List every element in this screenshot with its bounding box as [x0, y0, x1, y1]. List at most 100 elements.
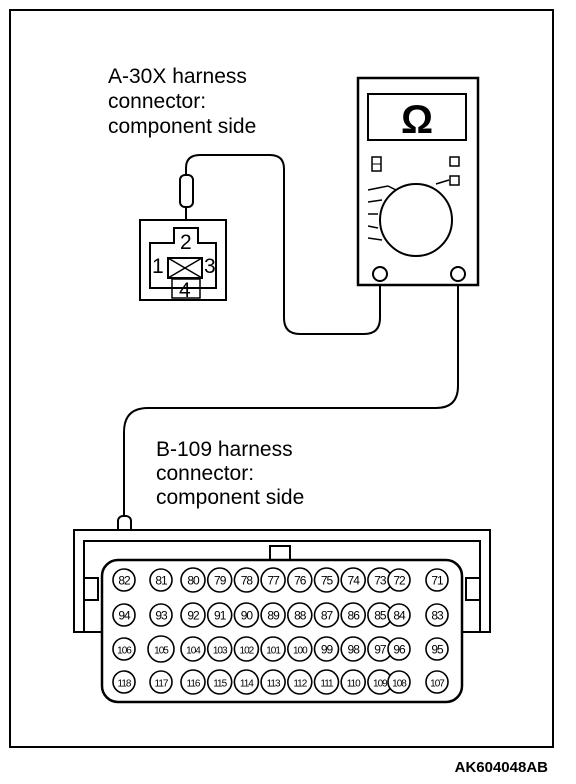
diagram-frame [9, 9, 554, 748]
b109-label: B-109 harness connector: component side [156, 438, 304, 509]
ohmmeter-display-window [367, 93, 467, 141]
b109-pin-110: 110 [347, 679, 361, 690]
b109-pin-117-circle [149, 670, 173, 694]
b109-pin-72: 72 [393, 574, 406, 588]
b109-pin-89-circle [260, 602, 286, 628]
b109-pin-115: 115 [213, 679, 227, 690]
ohmmeter-small-button-1 [449, 156, 460, 167]
figure-code: AK604048AB [455, 759, 549, 776]
b109-label-line-2: connector: [156, 462, 254, 485]
b109-pin-90: 90 [241, 609, 254, 623]
a30x-pin-4: 4 [179, 279, 191, 302]
b109-pin-96-circle [387, 637, 411, 661]
b109-pin-93-circle [149, 603, 173, 627]
b109-pin-114: 114 [240, 679, 254, 690]
b109-pin-87-circle [313, 602, 340, 628]
b109-pin-118-circle [112, 670, 136, 694]
b109-pin-100-circle [286, 636, 313, 662]
a30x-label-line-3: component side [108, 115, 256, 138]
b109-pin-113: 113 [267, 679, 281, 690]
b109-pin-71: 71 [431, 574, 444, 588]
b109-pin-95: 95 [431, 643, 444, 657]
b109-pin-105-circle [147, 635, 175, 663]
b109-pin-116-circle [180, 669, 206, 695]
a30x-pin-2: 2 [180, 231, 192, 254]
b109-pin-72-circle [387, 568, 411, 592]
b109-pin-face [100, 558, 464, 704]
b109-pin-73: 73 [374, 574, 387, 588]
b109-pin-95-circle [425, 637, 449, 661]
b109-pin-108: 108 [392, 679, 407, 690]
b109-pin-81-circle [149, 568, 173, 592]
b109-pin-75: 75 [321, 574, 334, 588]
test-lead-wire-b109 [123, 285, 459, 518]
b109-pin-74: 74 [348, 574, 361, 588]
ohmmeter-jack-ohm [450, 266, 466, 282]
ohmmeter-display: Ω [401, 98, 433, 142]
b109-pin-99: 99 [321, 643, 334, 657]
b109-pin-106: 106 [117, 646, 132, 657]
b109-pin-103: 103 [213, 646, 228, 657]
a30x-pin-3: 3 [204, 255, 216, 278]
b109-pin-104: 104 [186, 646, 201, 657]
b109-pin-91-circle [206, 602, 233, 628]
b109-pin-84-circle [387, 603, 411, 627]
b109-pin-98-circle [340, 636, 367, 662]
b109-label-line-1: B-109 harness [156, 438, 293, 461]
b109-pin-88-circle [286, 602, 313, 628]
b109-pin-86-circle [340, 602, 367, 628]
b109-pin-112: 112 [293, 679, 307, 690]
b109-pin-100: 100 [293, 646, 308, 657]
b109-pin-96: 96 [393, 643, 406, 657]
b109-pin-78-circle [233, 567, 260, 593]
b109-pin-106-circle [112, 637, 136, 661]
b109-pin-112-circle [286, 669, 313, 695]
b109-pin-82: 82 [118, 574, 131, 588]
b109-pin-93: 93 [155, 609, 168, 623]
b109-pin-118: 118 [118, 679, 132, 690]
b109-pin-76: 76 [294, 574, 307, 588]
b109-pin-80-circle [180, 567, 206, 593]
b109-pin-103-circle [206, 636, 233, 662]
b109-pin-75-circle [313, 567, 340, 593]
b109-pin-92-circle [180, 602, 206, 628]
b109-pin-102: 102 [240, 646, 255, 657]
b109-pin-79-circle [206, 567, 233, 593]
b109-pin-111-circle [313, 669, 340, 695]
a30x-pin-1: 1 [152, 255, 164, 278]
b109-pin-101-circle [260, 636, 286, 662]
a30x-label: A-30X harness connector: component side [108, 65, 256, 138]
b109-pin-86: 86 [348, 609, 361, 623]
b109-pin-98: 98 [348, 643, 361, 657]
ohmmeter-range-dial [379, 183, 453, 257]
b109-pin-99-circle [313, 636, 340, 662]
b109-pin-117: 117 [155, 679, 169, 690]
b109-pin-83-circle [425, 603, 449, 627]
b109-pin-94-circle [112, 603, 136, 627]
test-lead-wire-a30x [185, 154, 381, 335]
a30x-label-line-1: A-30X harness [108, 65, 247, 88]
b109-pin-92: 92 [187, 609, 200, 623]
b109-pin-113-circle [260, 669, 286, 695]
b109-pin-77: 77 [267, 574, 280, 588]
b109-pin-91: 91 [214, 609, 227, 623]
b109-pin-80: 80 [187, 574, 200, 588]
b109-pin-109: 109 [373, 679, 388, 690]
b109-pin-85: 85 [374, 609, 387, 623]
b109-pin-90-circle [233, 602, 260, 628]
b109-pin-76-circle [286, 567, 313, 593]
ohmmeter-jack-com [372, 266, 388, 282]
b109-pin-79: 79 [214, 574, 227, 588]
a30x-connector: 2 1 3 4 [139, 219, 227, 302]
b109-pin-107: 107 [430, 679, 445, 690]
b109-pin-89: 89 [267, 609, 280, 623]
b109-pin-107-circle [425, 670, 449, 694]
b109-label-line-3: component side [156, 486, 304, 509]
b109-pin-83: 83 [431, 609, 444, 623]
b109-pin-71-circle [425, 568, 449, 592]
b109-pin-81: 81 [155, 574, 168, 588]
b109-pin-111: 111 [320, 679, 334, 690]
